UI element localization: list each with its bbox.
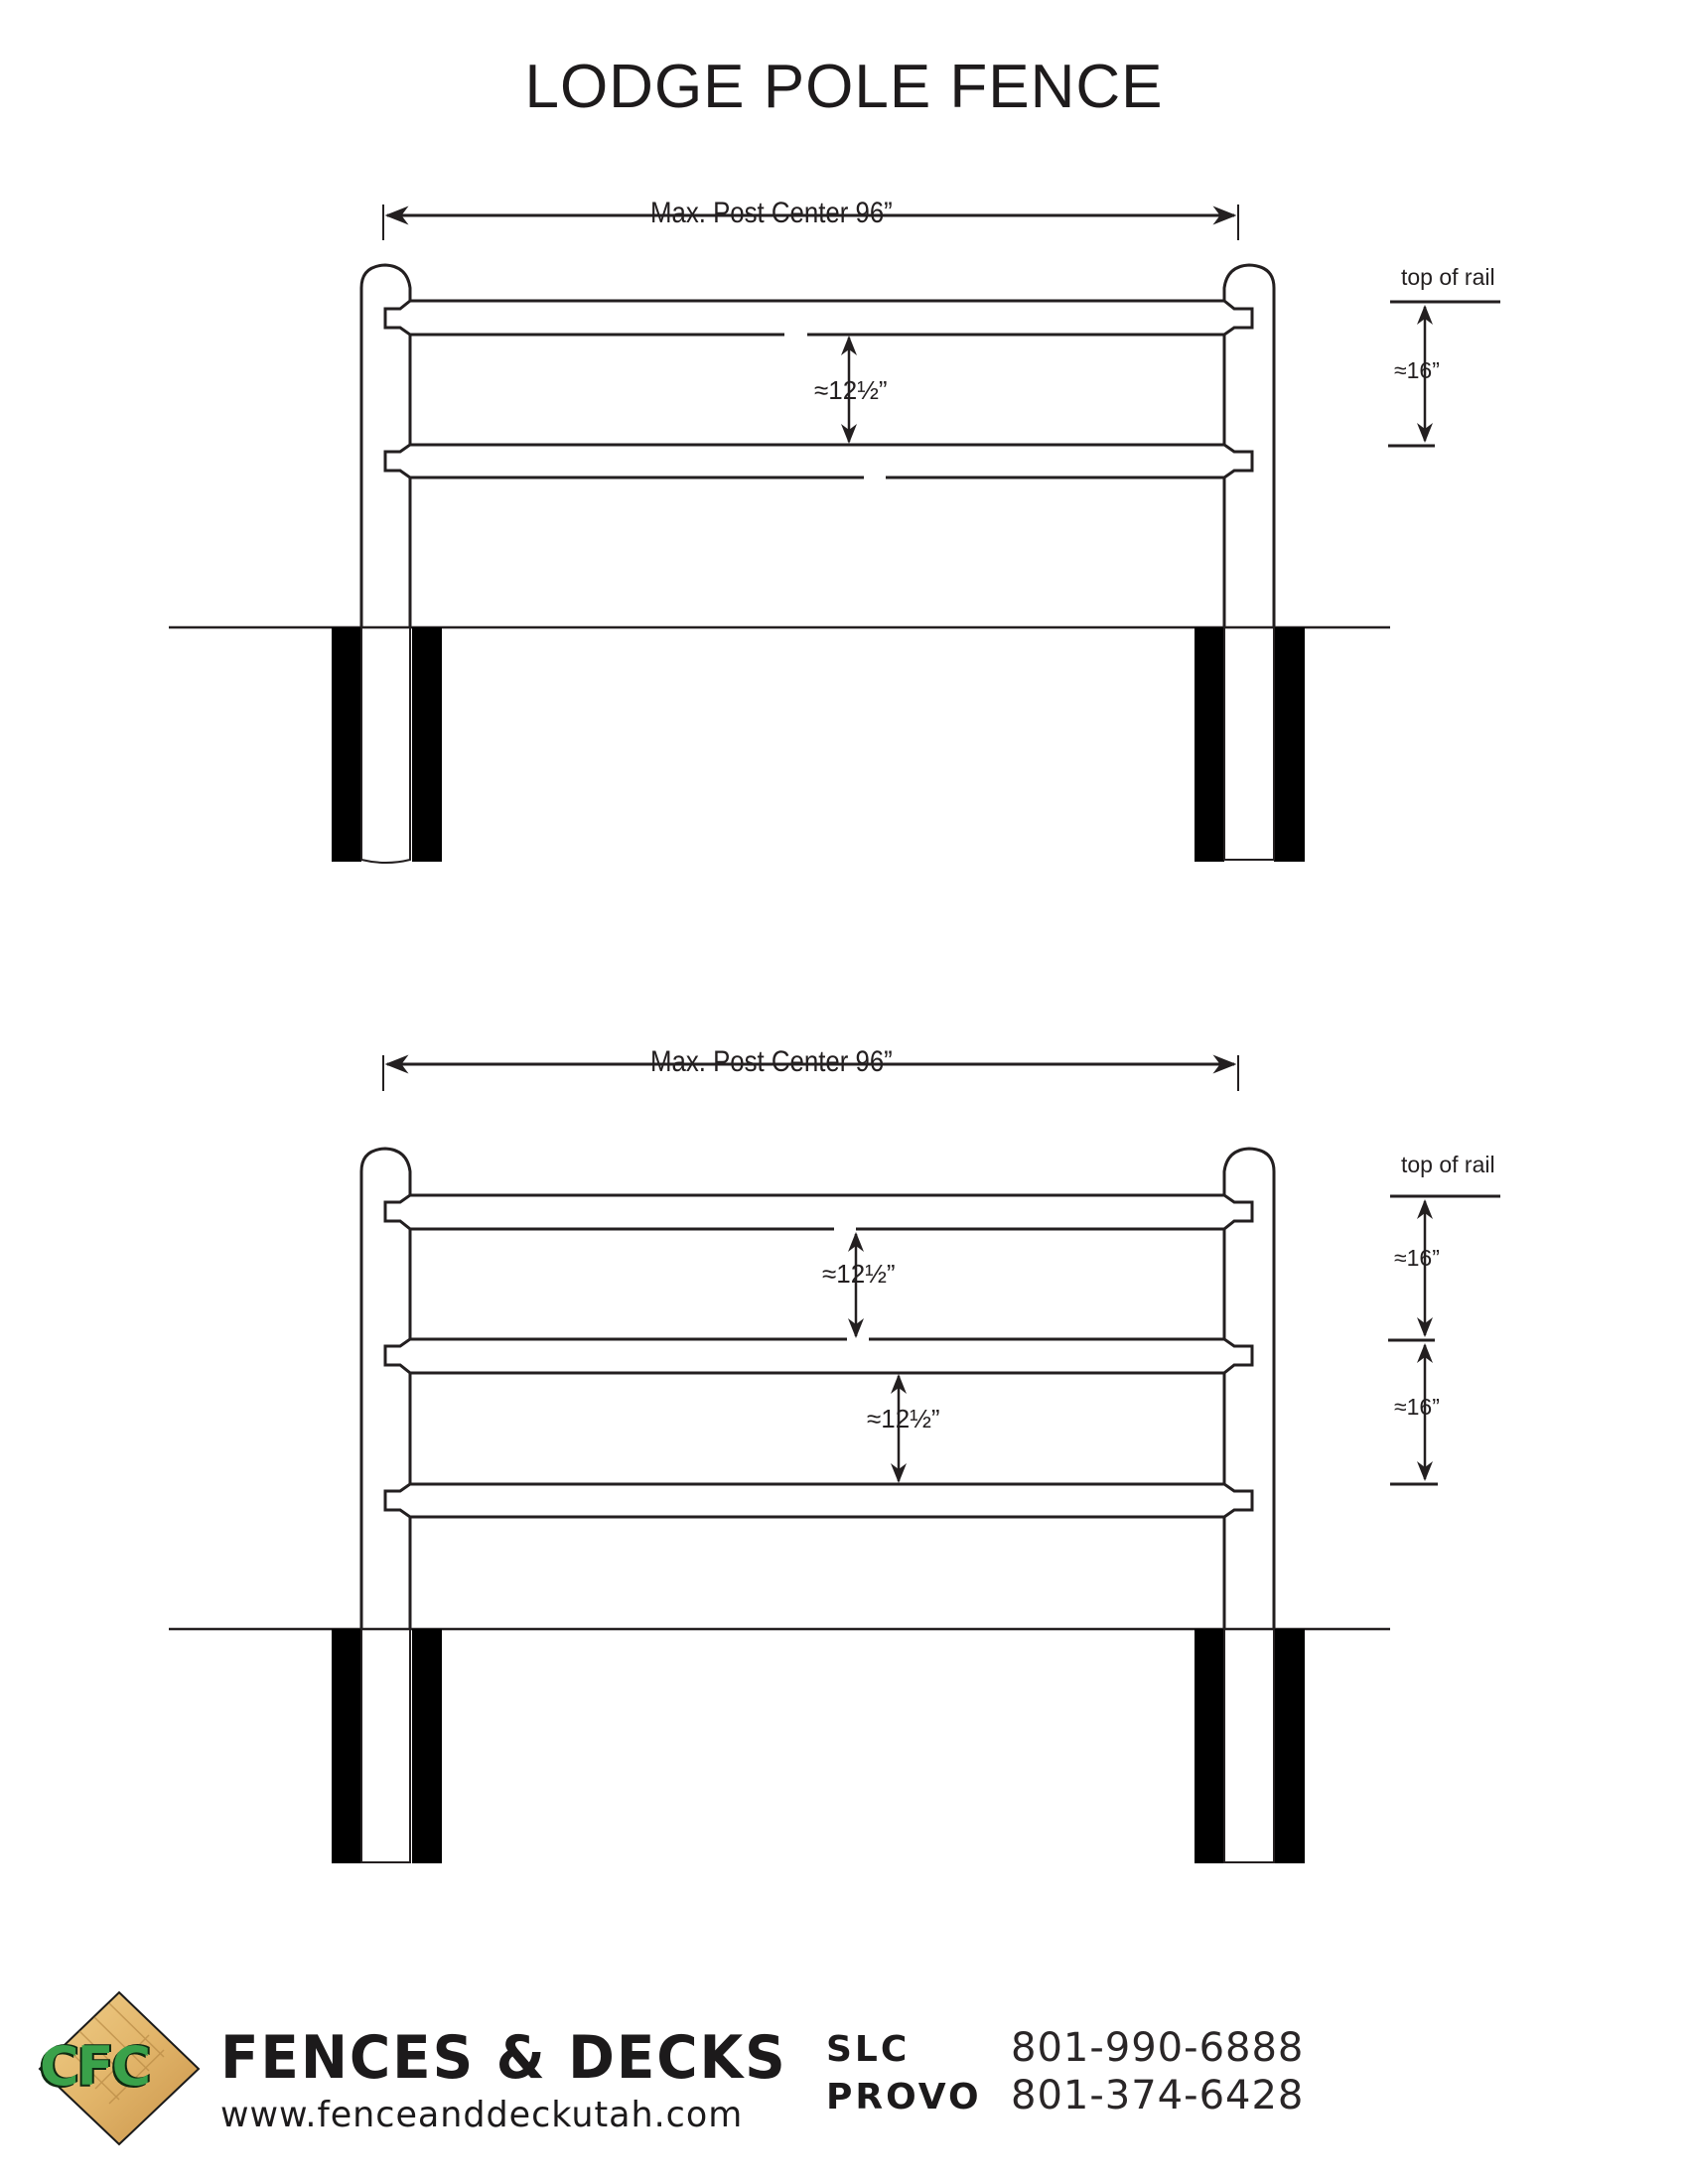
page-title: LODGE POLE FENCE bbox=[524, 53, 1164, 121]
top-of-rail-label: top of rail bbox=[1401, 264, 1495, 290]
post-right bbox=[1222, 1147, 1276, 1629]
rail-height-label-lower: ≈16” bbox=[1394, 1394, 1440, 1420]
gap-label: ≈12½” bbox=[814, 375, 888, 405]
region-provo: PROVO bbox=[826, 2077, 982, 2117]
top-of-rail-label: top of rail bbox=[1401, 1152, 1495, 1177]
rail-height-label: ≈16” bbox=[1394, 357, 1440, 383]
region-slc: SLC bbox=[826, 2029, 911, 2070]
diagram-three-rail bbox=[169, 1054, 1500, 1863]
span-label: Max. Post Center 96” bbox=[650, 197, 893, 229]
span-dimension bbox=[382, 205, 1239, 240]
logo-mark bbox=[38, 1990, 201, 2146]
brand-name: FENCES & DECKS bbox=[220, 2023, 787, 2093]
span-dimension bbox=[382, 1054, 1239, 1091]
phone-slc[interactable]: 801-990-6888 bbox=[1011, 2025, 1305, 2071]
post-left bbox=[359, 263, 412, 627]
logo-initials: CFC bbox=[40, 2035, 151, 2098]
rail-height-label-upper: ≈16” bbox=[1394, 1245, 1440, 1271]
phone-provo[interactable]: 801-374-6428 bbox=[1011, 2073, 1305, 2118]
footing-right bbox=[1195, 627, 1224, 862]
span-label: Max. Post Center 96” bbox=[650, 1045, 893, 1078]
website-link[interactable]: www.fenceanddeckutah.com bbox=[220, 2095, 744, 2135]
footing-left bbox=[332, 627, 361, 862]
gap-label-upper: ≈12½” bbox=[822, 1259, 896, 1289]
post-left bbox=[359, 1147, 412, 1629]
diagram-two-rail bbox=[169, 205, 1500, 864]
post-right bbox=[1222, 263, 1276, 627]
gap-label-lower: ≈12½” bbox=[867, 1404, 940, 1433]
